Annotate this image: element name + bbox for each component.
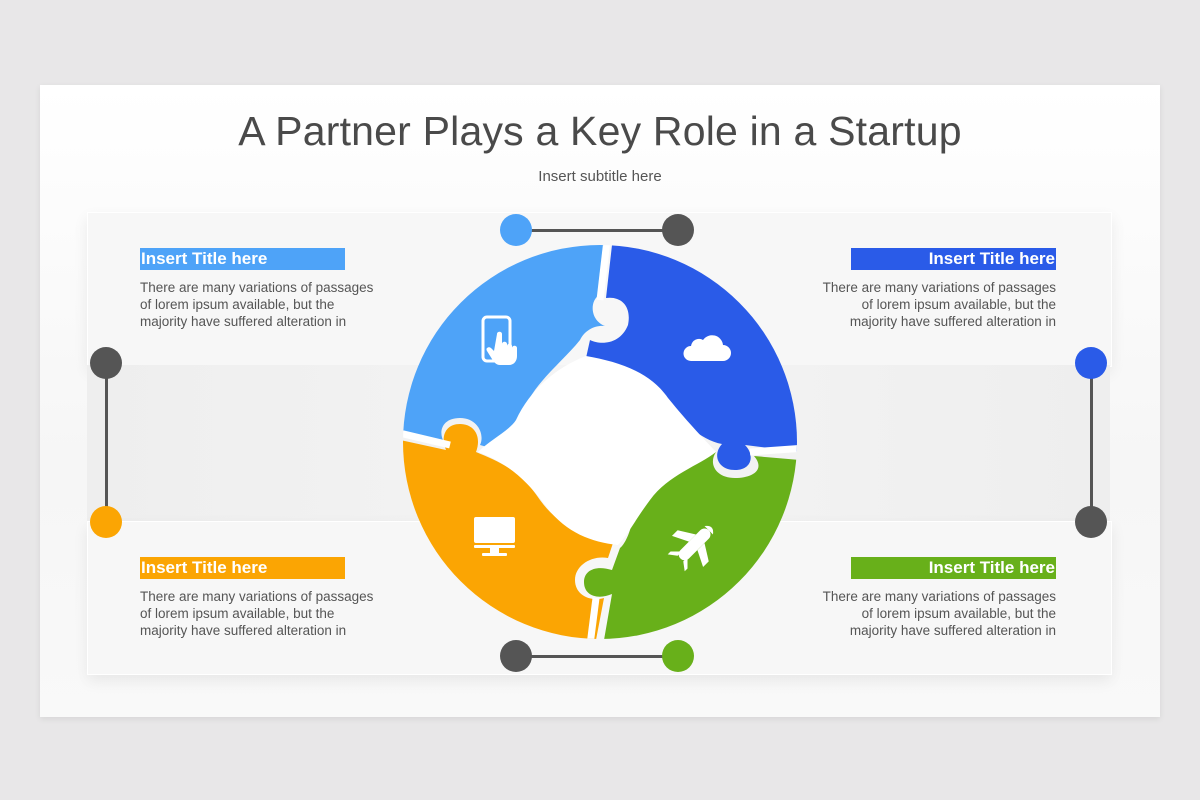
connector-dot-bottom-left — [500, 640, 532, 672]
body-line: There are many variations of passages — [140, 280, 374, 295]
body-line: majority have suffered alteration in — [140, 314, 347, 329]
connector-dot-left-top — [90, 347, 122, 379]
puzzle-center-hole — [478, 356, 716, 545]
connector-line-left — [105, 363, 108, 523]
connector-line-top — [516, 229, 678, 232]
connector-dot-top-left — [500, 214, 532, 246]
touch-tablet-icon — [481, 315, 517, 365]
body-line: There are many variations of passages — [822, 589, 1056, 604]
body-line: of lorem ipsum available, but the — [861, 606, 1056, 621]
body-line: of lorem ipsum available, but the — [140, 297, 335, 312]
segment-body-bottom-left: There are many variations of passages of… — [140, 588, 390, 639]
slide-subtitle: Insert subtitle here — [538, 168, 662, 185]
body-line: of lorem ipsum available, but the — [140, 606, 335, 621]
body-line: There are many variations of passages — [140, 589, 374, 604]
body-line: of lorem ipsum available, but the — [861, 297, 1056, 312]
segment-body-top-right: There are many variations of passages of… — [806, 279, 1056, 330]
airplane-icon — [667, 525, 714, 572]
body-line: There are many variations of passages — [822, 280, 1056, 295]
monitor-icon — [474, 517, 515, 556]
segment-body-bottom-right: There are many variations of passages of… — [806, 588, 1056, 639]
body-line: majority have suffered alteration in — [140, 623, 347, 638]
connector-line-right — [1090, 363, 1093, 523]
connector-dot-top-right — [662, 214, 694, 246]
cloud-icon — [683, 335, 731, 361]
connector-dot-right-bottom — [1075, 506, 1107, 538]
connector-dot-bottom-right — [662, 640, 694, 672]
connector-line-bottom — [516, 655, 678, 658]
connector-dot-left-bottom — [90, 506, 122, 538]
segment-title-top-right: Insert Title here — [851, 248, 1056, 270]
segment-title-bottom-right: Insert Title here — [851, 557, 1056, 579]
slide-title: A Partner Plays a Key Role in a Startup — [238, 108, 962, 154]
segment-body-top-left: There are many variations of passages of… — [140, 279, 390, 330]
connector-dot-right-top — [1075, 347, 1107, 379]
segment-title-bottom-left: Insert Title here — [140, 557, 345, 579]
body-line: majority have suffered alteration in — [849, 314, 1056, 329]
segment-title-top-left: Insert Title here — [140, 248, 345, 270]
body-line: majority have suffered alteration in — [849, 623, 1056, 638]
